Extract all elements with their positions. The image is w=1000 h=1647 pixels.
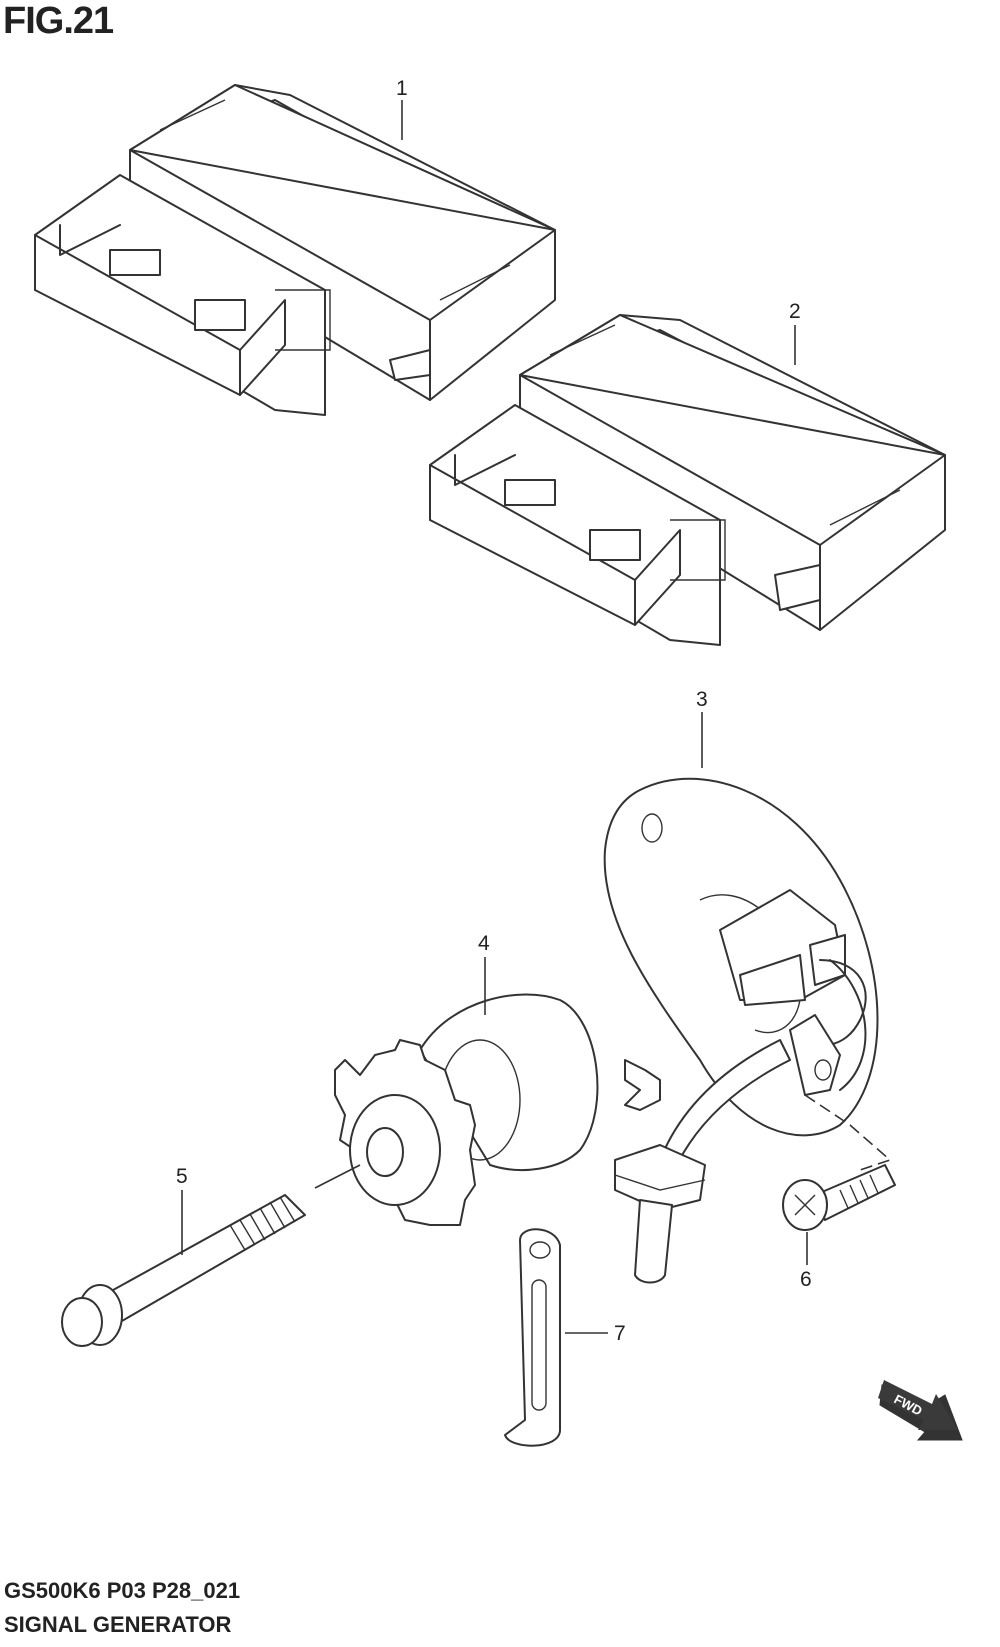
callout-6: 6 — [800, 1268, 812, 1291]
part-4-rotor[interactable] — [334, 993, 599, 1226]
part-6-screw[interactable] — [782, 1164, 896, 1231]
figure-name: SIGNAL GENERATOR — [4, 1612, 232, 1637]
callout-7: 7 — [614, 1322, 626, 1345]
figure-code: GS500K6 P03 P28_021 — [4, 1578, 241, 1603]
part-2-connector-module[interactable] — [429, 314, 946, 646]
figure-title: FIG.21 — [3, 0, 114, 42]
callout-4: 4 — [478, 932, 490, 955]
callout-3: 3 — [696, 688, 708, 711]
part-7-wire-clamp[interactable] — [504, 1228, 561, 1447]
part-3-signal-generator-plate[interactable] — [603, 777, 892, 1284]
callout-2: 2 — [789, 300, 801, 323]
part-5-bolt[interactable] — [61, 1164, 361, 1347]
part-1-connector-module[interactable] — [34, 84, 556, 416]
callout-1: 1 — [396, 77, 408, 100]
callout-5: 5 — [176, 1165, 188, 1188]
fwd-arrow-icon: FWD — [878, 1380, 963, 1441]
